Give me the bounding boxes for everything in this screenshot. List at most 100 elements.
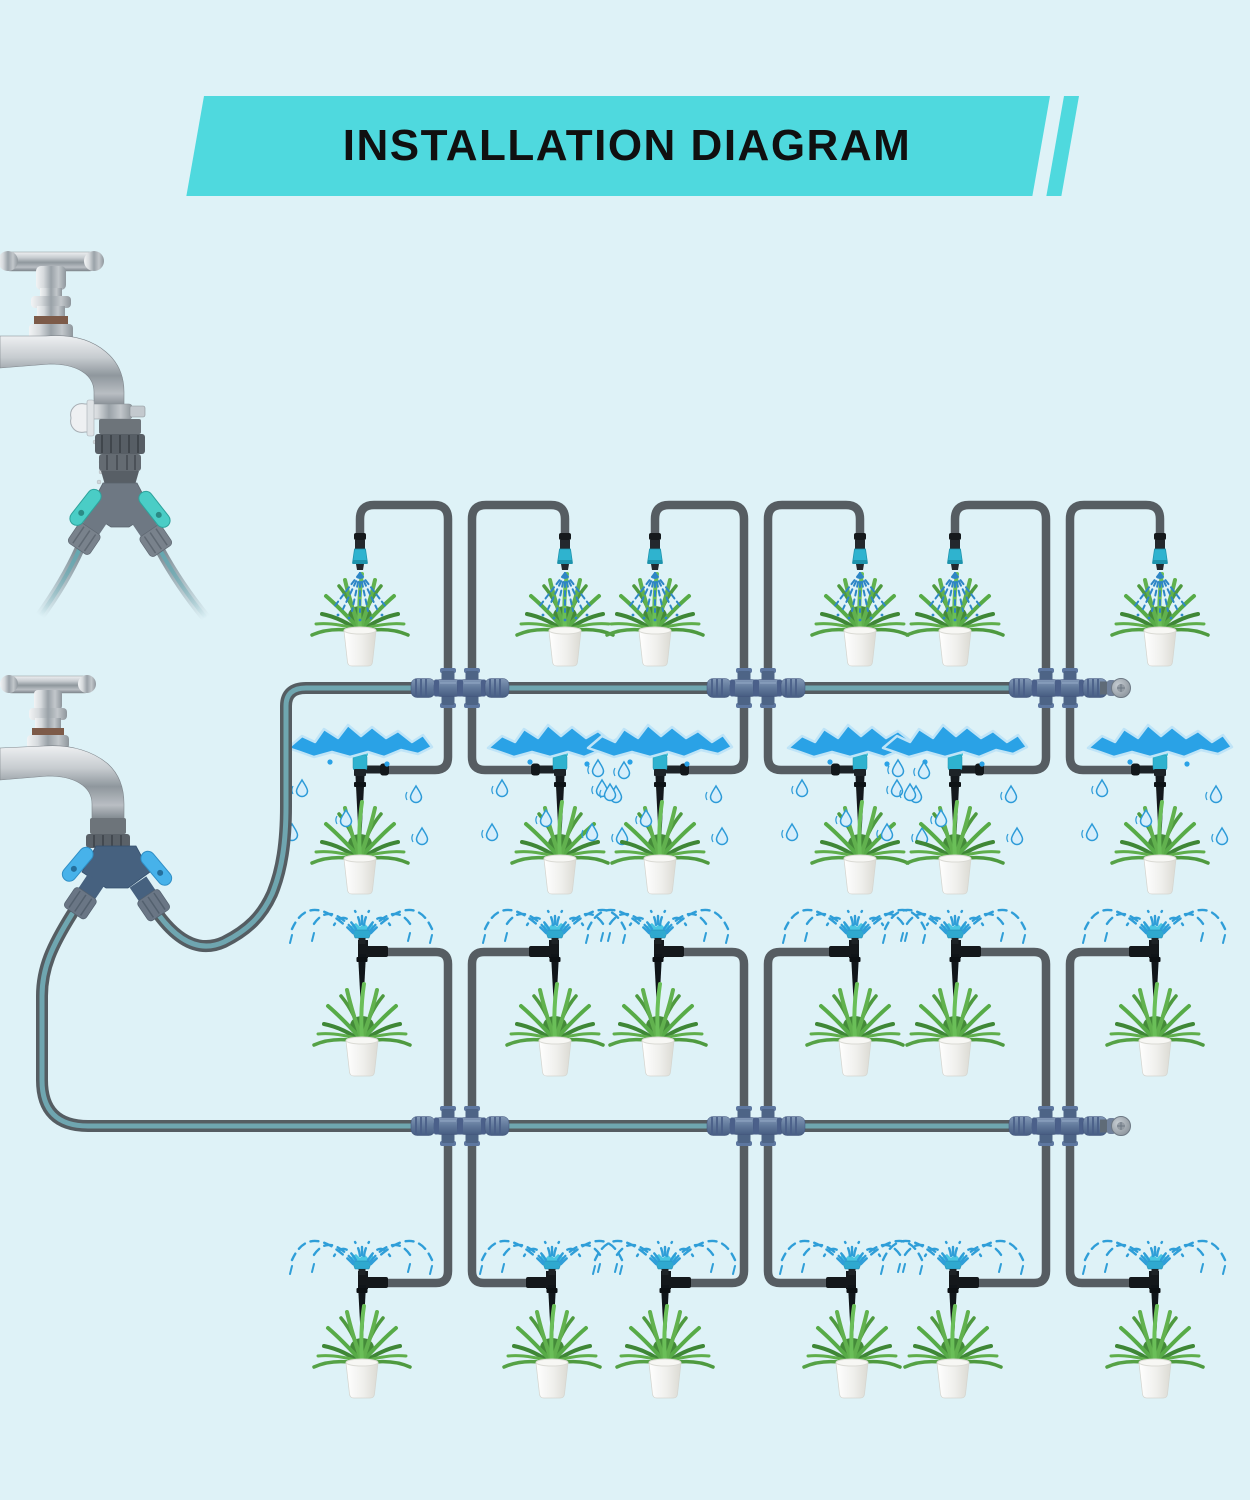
rotary-sprinkler (1128, 922, 1167, 1019)
falling-droplets (582, 780, 728, 845)
tap-seal (34, 316, 68, 326)
drip-unit (582, 723, 734, 895)
falling-droplets (282, 780, 428, 845)
plant-pot (648, 1358, 682, 1399)
drip-unit (877, 723, 1029, 895)
splitter-hose-core (38, 546, 82, 618)
mist-loop-tube (1065, 500, 1165, 681)
sprinkler-branch-tube (381, 1133, 453, 1288)
plant-pot (538, 1036, 572, 1077)
sprinkler-branch-tube (684, 1133, 749, 1288)
sprinkler-unit (879, 1239, 1025, 1399)
misting-unit (1110, 532, 1210, 667)
tap-body-top (27, 735, 69, 749)
falling-droplets (587, 759, 605, 778)
tap-key (70, 399, 95, 437)
rotary-sprinkler (943, 922, 982, 1019)
rotary-sprinkler (646, 922, 685, 1019)
cross-connector-pair (411, 668, 509, 708)
sprinkler-branch-tube (974, 947, 1051, 1119)
sprinkler-branch-tube (1065, 1133, 1136, 1288)
sprinkler-branch-tube (763, 1133, 833, 1288)
plant-pot (535, 1358, 569, 1399)
two-way-splitter-body (81, 845, 151, 889)
plant (312, 1304, 412, 1369)
sprinkler-branch-tube (972, 1133, 1051, 1288)
plant-pot (343, 854, 377, 895)
mist-loop-tube (467, 500, 570, 681)
tap-adapter (99, 419, 141, 434)
tap-handle-ball (84, 251, 104, 271)
plant-pot (1138, 1036, 1172, 1077)
misting-nozzle (852, 532, 868, 571)
drip-branch-tube (679, 695, 749, 775)
plant (312, 982, 412, 1047)
plant-pot (936, 1358, 970, 1399)
tap-bonnet (34, 690, 62, 710)
splitter-valve-lever (61, 846, 94, 882)
splitter-hose-core (158, 548, 208, 620)
cross-connector-pair (1009, 1106, 1107, 1146)
mist-loop-tube (763, 500, 865, 681)
splitter-valve-lever (140, 850, 173, 886)
plant (610, 800, 710, 865)
rotary-sprinkler (828, 922, 867, 1019)
cross-connector-pair (411, 1106, 509, 1146)
plant (905, 982, 1005, 1047)
sprinkler-row-lower (288, 1239, 1227, 1399)
falling-droplets (877, 780, 1023, 845)
splitter-valve-lever (138, 490, 171, 528)
splitter-valve-lever (69, 488, 102, 526)
plant-pot (938, 854, 972, 895)
tap-spout (0, 745, 125, 821)
sprinkler-unit (881, 908, 1027, 1077)
plant (903, 1304, 1003, 1369)
main-lines (36, 682, 1106, 1132)
tap-adapter (90, 818, 126, 834)
rotary-sprinkler (350, 922, 389, 1019)
misting-unit (905, 532, 1005, 667)
misting-nozzle (1152, 532, 1168, 571)
drip-row (282, 723, 1234, 895)
tap-neck (35, 718, 61, 730)
sprinkler-branch-tube (467, 947, 536, 1119)
sprinkler-unit (584, 908, 730, 1077)
tap-neck (37, 306, 65, 318)
branch-tubing (355, 500, 1165, 1288)
faucet-mid-left (0, 675, 173, 922)
drip-branch-tube (467, 695, 541, 775)
sprinkler-branch-tube (1065, 947, 1136, 1119)
plant-pot (345, 1358, 379, 1399)
misting-nozzle (352, 532, 368, 571)
main-line-2-core (39, 911, 1103, 1129)
drip-branch-tube (379, 695, 453, 775)
sprinkler-unit (1081, 1239, 1227, 1399)
plant-pot (843, 854, 877, 895)
splitter-outlet (129, 876, 170, 922)
mist-loop-tube (950, 500, 1051, 681)
plant-pot (938, 1036, 972, 1077)
plant-pot (838, 1036, 872, 1077)
misting-unit (605, 532, 705, 667)
plant-pot (835, 1358, 869, 1399)
faucet-top-left (0, 251, 211, 623)
plant-pot (938, 626, 972, 667)
tap-spout (0, 335, 125, 409)
sprinkler-unit (478, 1239, 624, 1399)
falling-droplets (613, 761, 631, 780)
tap-handle-ball (0, 251, 18, 271)
falling-droplets (1082, 780, 1228, 845)
sprinkler-unit (288, 908, 434, 1077)
tap-bonnet (36, 266, 66, 290)
drip-unit (282, 723, 434, 895)
misting-unit (515, 532, 615, 667)
plant-pot (638, 626, 672, 667)
plant (810, 800, 910, 865)
tap-seal (32, 728, 64, 737)
rotary-sprinkler (528, 922, 567, 1019)
splitter-outlet (64, 874, 105, 920)
sprinkler-branch-tube (763, 947, 836, 1119)
tap-collar (31, 296, 71, 308)
sprinkler-branch-tube (467, 1133, 533, 1288)
drip-branch-tube (974, 695, 1051, 775)
